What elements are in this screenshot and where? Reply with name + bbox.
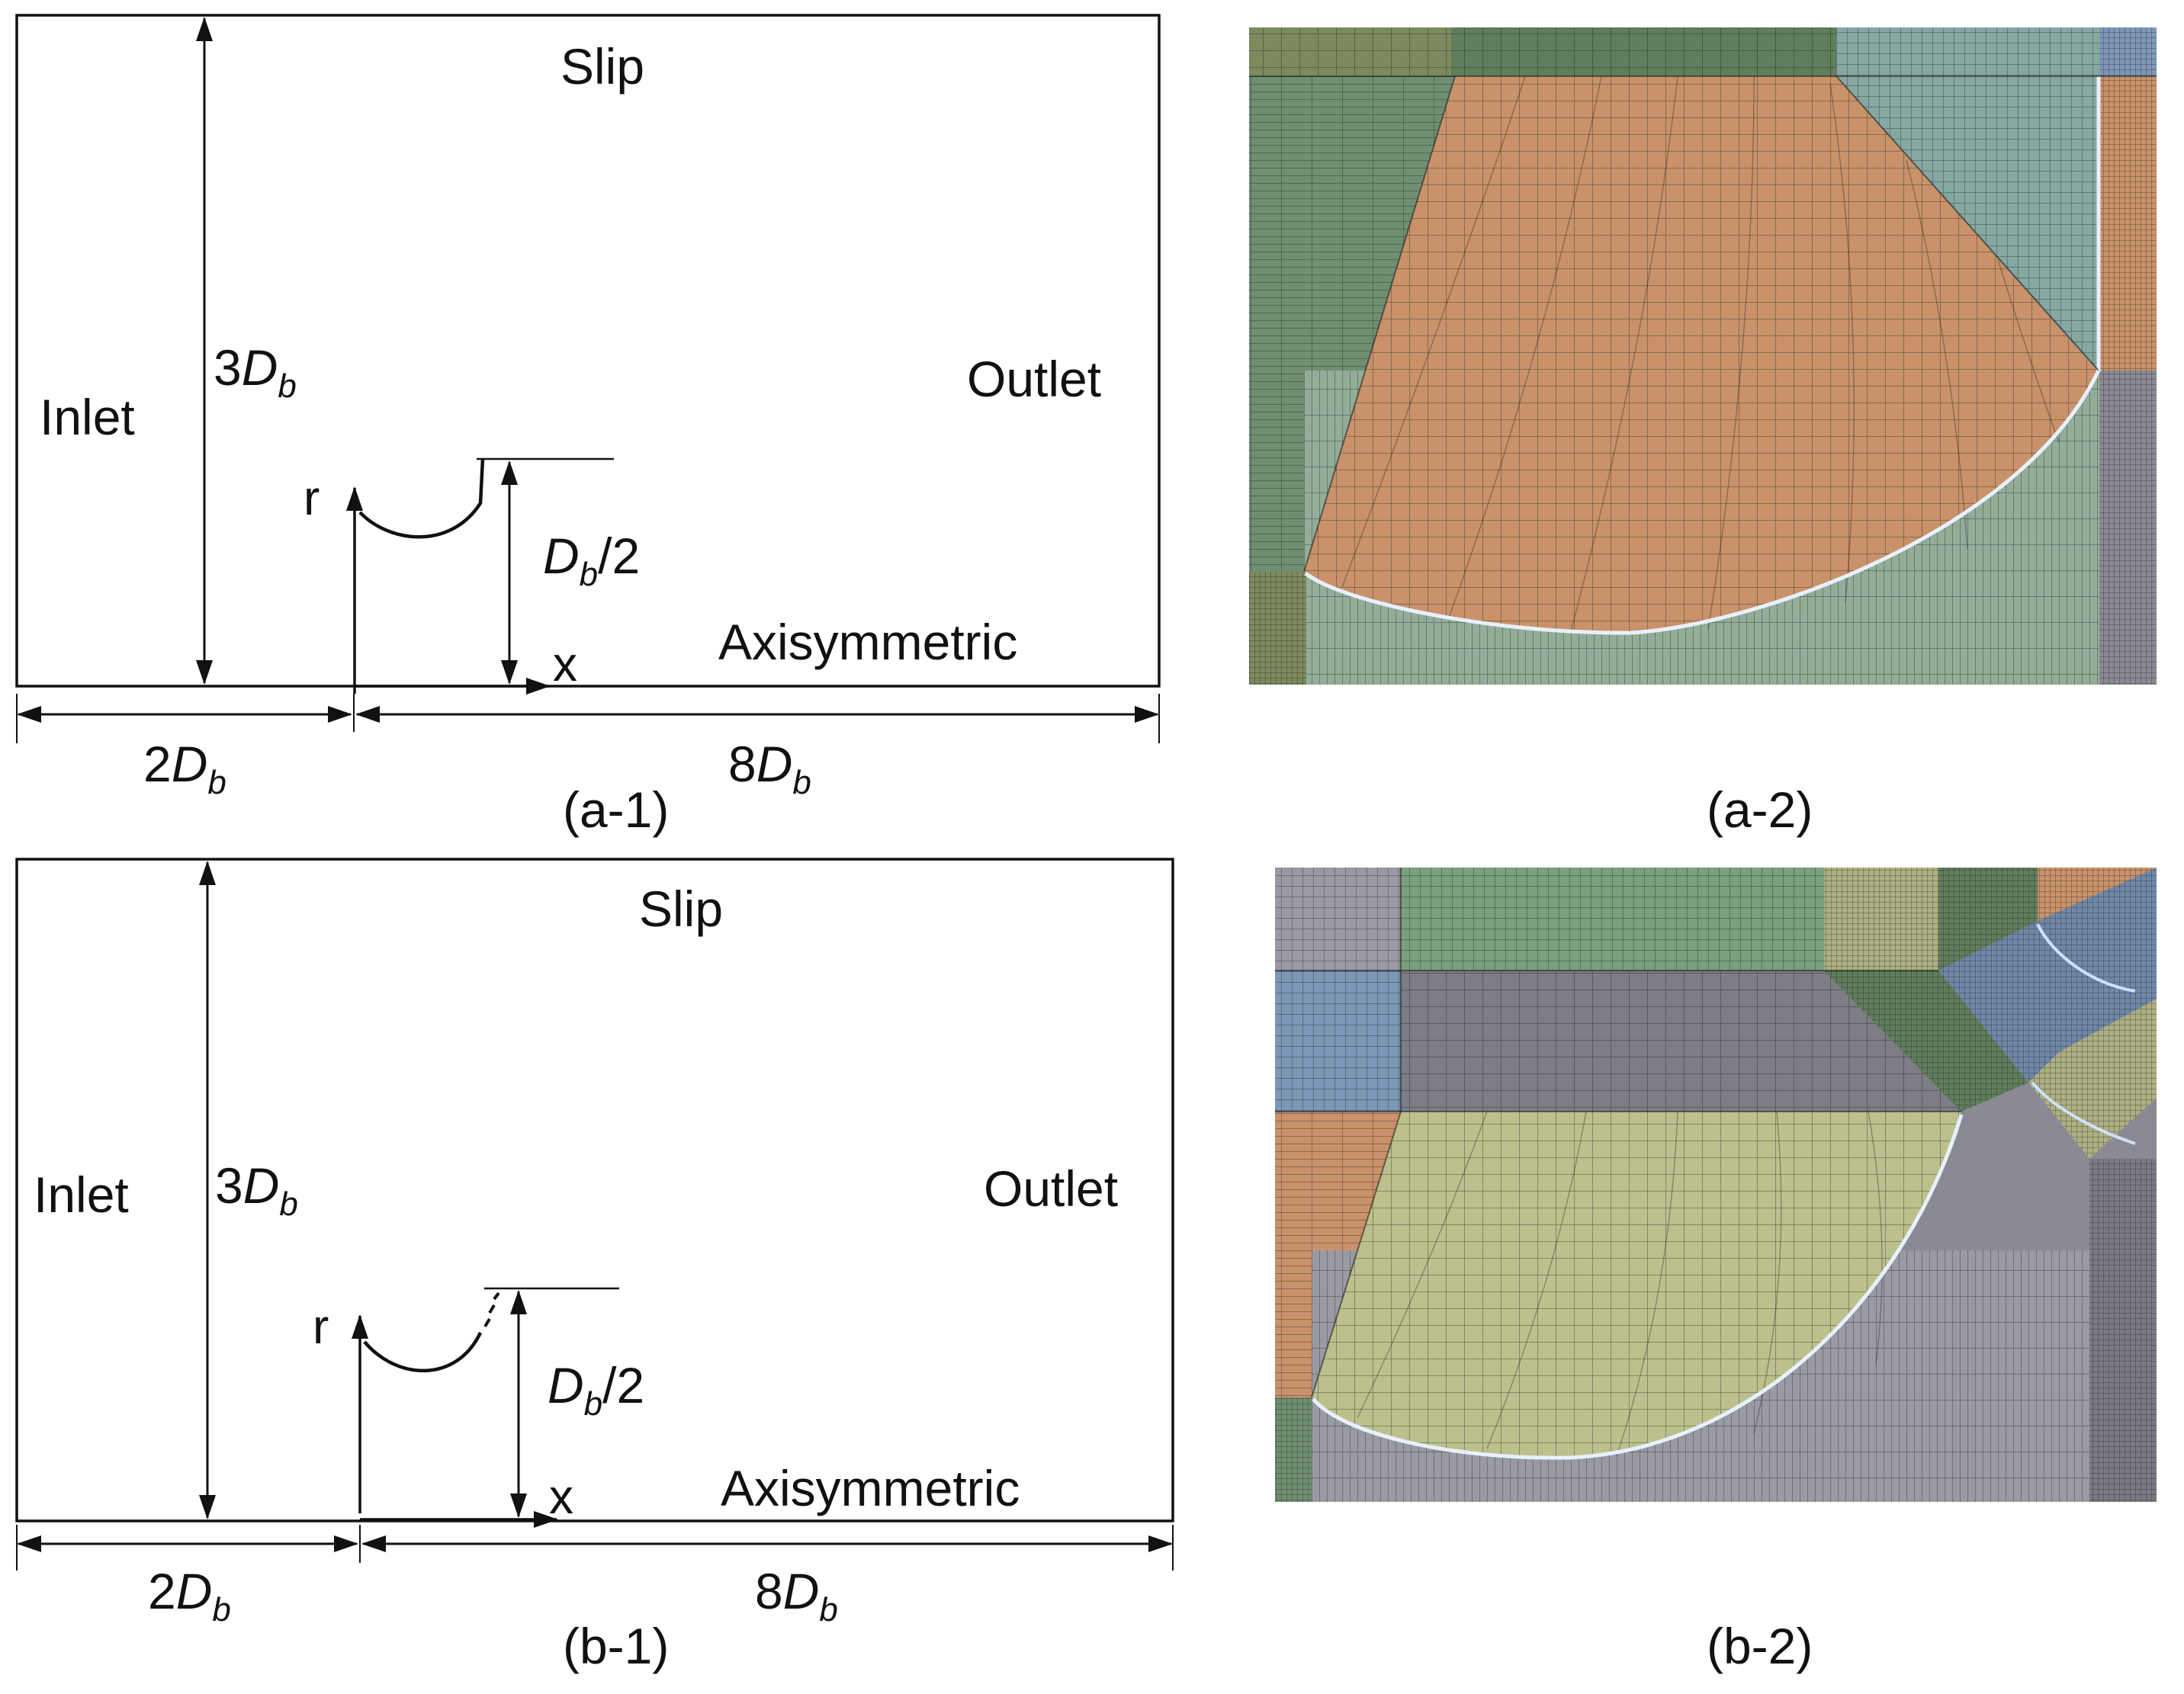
body-profile-curve bbox=[363, 1332, 483, 1373]
x-axis-label: x bbox=[553, 637, 577, 691]
slip-label: Slip bbox=[639, 881, 723, 937]
axisymmetric-label: Axisymmetric bbox=[718, 614, 1017, 670]
panel-b2-mesh bbox=[1275, 868, 2157, 1502]
body-wall-edge bbox=[1312, 1114, 1964, 1460]
panel-b1-schematic: Slip Inlet Outlet Axisymmetric 3Db Db/2 … bbox=[15, 858, 1174, 1674]
vent-edge-lower bbox=[2031, 1081, 2136, 1145]
mesh-block-boundaries bbox=[1275, 868, 1961, 1398]
vent-edge-upper bbox=[2036, 923, 2136, 993]
slip-label: Slip bbox=[560, 38, 644, 95]
caption-b2: (b-2) bbox=[1707, 1618, 1813, 1674]
body-profile-curve bbox=[358, 458, 485, 539]
panel-a1-schematic: Slip Inlet Outlet Axisymmetric 3Db Db/2 … bbox=[15, 14, 1161, 838]
r-axis-label: r bbox=[313, 1299, 329, 1354]
vent-slot-marks bbox=[483, 1291, 500, 1328]
body-wall-edge bbox=[1304, 76, 2101, 635]
upstream-length-label: 2Db bbox=[148, 1563, 231, 1628]
inlet-label: Inlet bbox=[34, 1166, 129, 1223]
mesh-radial-lines bbox=[1341, 75, 2060, 632]
domain-boundary bbox=[15, 14, 1161, 688]
domain-boundary bbox=[15, 858, 1174, 1522]
downstream-length-label: 8Db bbox=[755, 1563, 838, 1628]
caption-a1: (a-1) bbox=[563, 781, 669, 838]
mesh-block-boundaries bbox=[1249, 75, 2157, 573]
height-label: 3Db bbox=[214, 339, 297, 405]
panel-a2-mesh bbox=[1249, 27, 2157, 685]
x-axis-label: x bbox=[549, 1469, 573, 1524]
radius-label: Db/2 bbox=[543, 528, 640, 593]
radius-label: Db/2 bbox=[548, 1357, 644, 1423]
outlet-label: Outlet bbox=[984, 1160, 1118, 1217]
upstream-length-label: 2Db bbox=[143, 736, 226, 801]
height-label: 3Db bbox=[215, 1157, 298, 1223]
outlet-label: Outlet bbox=[967, 351, 1101, 407]
caption-b1: (b-1) bbox=[563, 1618, 669, 1674]
caption-a2: (a-2) bbox=[1707, 781, 1813, 838]
downstream-length-label: 8Db bbox=[728, 736, 811, 801]
r-axis-label: r bbox=[304, 470, 320, 525]
axisymmetric-label: Axisymmetric bbox=[721, 1460, 1020, 1516]
inlet-label: Inlet bbox=[40, 389, 135, 445]
